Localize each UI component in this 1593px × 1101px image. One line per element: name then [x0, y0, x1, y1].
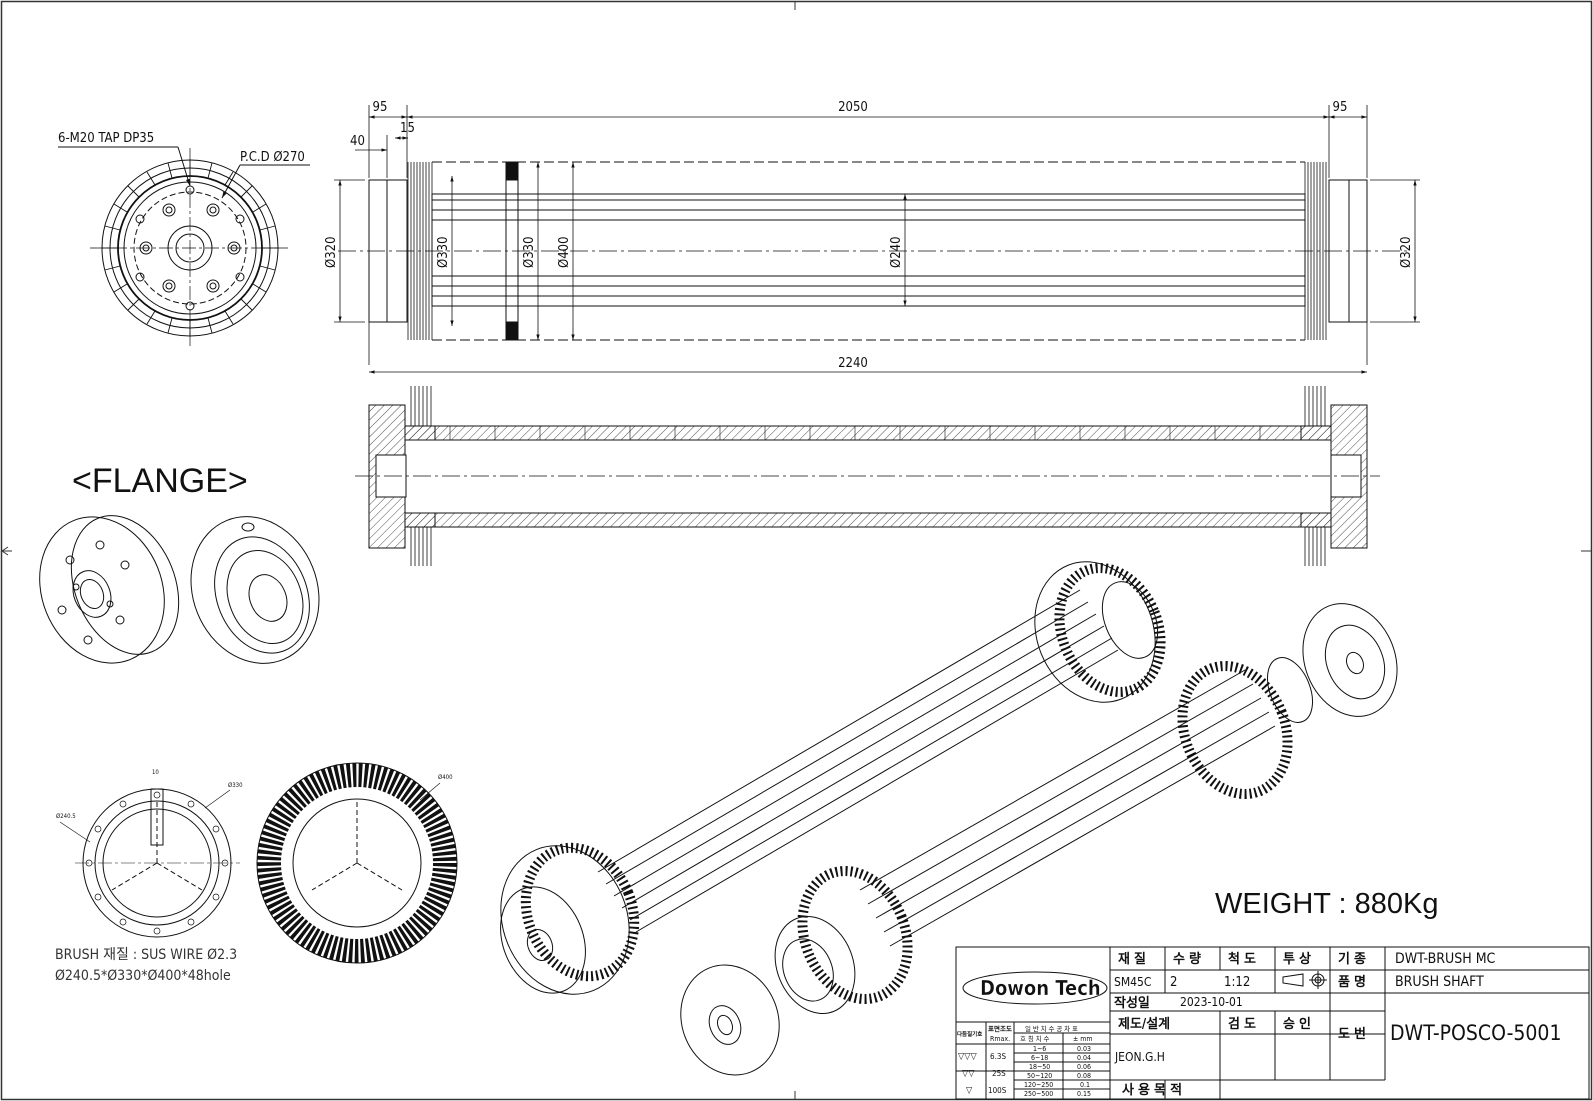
rough-h1: 다듬질기호 — [957, 1030, 982, 1038]
rough-h2: 표면조도 — [988, 1024, 1012, 1033]
h-material: 재 질 — [1118, 952, 1146, 967]
tol-range-6: 250~500 — [1024, 1090, 1053, 1098]
dim-dia330-a: Ø330 — [436, 236, 451, 268]
flange-iso-right — [190, 516, 320, 664]
h-approve: 승 인 — [1283, 1016, 1311, 1032]
tol-value-4: 0.08 — [1077, 1072, 1091, 1080]
scale: 1:12 — [1224, 975, 1250, 990]
tol-range-5: 120~250 — [1024, 1081, 1053, 1089]
flange-label: <FLANGE> — [72, 462, 248, 500]
flange-iso-left — [39, 515, 180, 664]
h-drawn: 제도/설계 — [1118, 1017, 1170, 1032]
h-name: 품 명 — [1338, 974, 1366, 990]
flange-front-view — [58, 146, 310, 348]
rough-r1: 6.3S — [990, 1052, 1006, 1061]
shaft-iso-lower — [680, 603, 1398, 1076]
shaft-iso-upper — [500, 561, 1166, 995]
logo: Dowon Tech — [980, 976, 1101, 1000]
dim-40: 40 — [350, 134, 365, 149]
drawer: JEON.G.H — [1114, 1050, 1165, 1064]
brush-spec-line1: BRUSH 재질 : SUS WIRE Ø2.3 — [55, 947, 237, 963]
rough-sym1: ▽ — [966, 1086, 973, 1096]
tol-value-6: 0.15 — [1077, 1090, 1091, 1098]
brush-disk-detail-2 — [256, 762, 458, 964]
dim-dia400: Ø400 — [557, 236, 572, 268]
rough-nom: 호 칭 치 수 — [1020, 1034, 1050, 1043]
rough-rmax: Rmax. — [990, 1035, 1010, 1043]
dwg-no: DWT-POSCO-5001 — [1390, 1021, 1561, 1045]
title-block — [955, 946, 1590, 1100]
disk-note-330: Ø330 — [228, 782, 243, 789]
h-model: 기 종 — [1338, 952, 1366, 967]
model: DWT-BRUSH MC — [1395, 951, 1496, 967]
tol-range-1: 1~6 — [1033, 1045, 1046, 1053]
dim-2050: 2050 — [838, 100, 868, 115]
rough-h3: 일 반 치 수 공 차 표 — [1025, 1024, 1078, 1033]
dim-15: 15 — [400, 121, 415, 136]
name: BRUSH SHAFT — [1395, 974, 1484, 990]
rough-r2: 25S — [992, 1069, 1006, 1078]
material: SM45C — [1114, 975, 1151, 989]
dim-dia320-right: Ø320 — [1399, 236, 1414, 268]
rough-r3: 100S — [988, 1086, 1007, 1095]
pcd-note: P.C.D Ø270 — [240, 150, 305, 165]
tol-value-3: 0.06 — [1077, 1063, 1091, 1071]
dim-2240: 2240 — [838, 356, 868, 371]
tol-range-4: 50~120 — [1027, 1072, 1052, 1080]
date: 2023-10-01 — [1180, 995, 1243, 1009]
h-check: 검 도 — [1228, 1017, 1256, 1032]
disk-note-240: Ø240.5 — [56, 813, 76, 820]
h-qty: 수 량 — [1173, 952, 1201, 967]
rough-sym2: ▽▽ — [962, 1069, 975, 1079]
rough-tol: ± mm — [1073, 1035, 1093, 1043]
tol-value-2: 0.04 — [1077, 1054, 1091, 1062]
dim-95-right: 95 — [1333, 100, 1348, 115]
brush-disk-detail-1 — [59, 788, 240, 938]
dim-95-left: 95 — [373, 100, 388, 115]
dim-dia330-b: Ø330 — [522, 236, 537, 268]
disk-note-10: 10 — [152, 769, 159, 776]
dim-dia320-left: Ø320 — [324, 236, 339, 268]
h-purpose: 사 용 목 적 — [1122, 1082, 1182, 1098]
h-date: 작성일 — [1114, 995, 1150, 1011]
shaft-side-view — [334, 105, 1420, 374]
h-projection: 투 상 — [1283, 952, 1311, 967]
dim-dia240: Ø240 — [889, 236, 904, 268]
tol-range-3: 18~50 — [1029, 1063, 1050, 1071]
tap-note: 6-M20 TAP DP35 — [58, 131, 154, 146]
disk-note-400: Ø400 — [438, 774, 453, 781]
tol-range-2: 6~18 — [1031, 1054, 1048, 1062]
tol-value-1: 0.03 — [1077, 1045, 1091, 1053]
title-block-text: Dowon Tech 재 질 수 량 척 도 투 상 기 종 DWT-BRUSH… — [957, 951, 1561, 1098]
rough-sym3: ▽▽▽ — [958, 1052, 977, 1062]
h-scale: 척 도 — [1228, 951, 1256, 967]
brush-spec-line2: Ø240.5*Ø330*Ø400*48hole — [55, 968, 231, 984]
qty: 2 — [1170, 975, 1177, 990]
h-dwg: 도 번 — [1338, 1027, 1366, 1042]
shaft-section-view — [355, 386, 1380, 566]
tol-value-5: 0.1 — [1080, 1081, 1090, 1089]
weight-label: WEIGHT : 880Kg — [1215, 888, 1439, 920]
